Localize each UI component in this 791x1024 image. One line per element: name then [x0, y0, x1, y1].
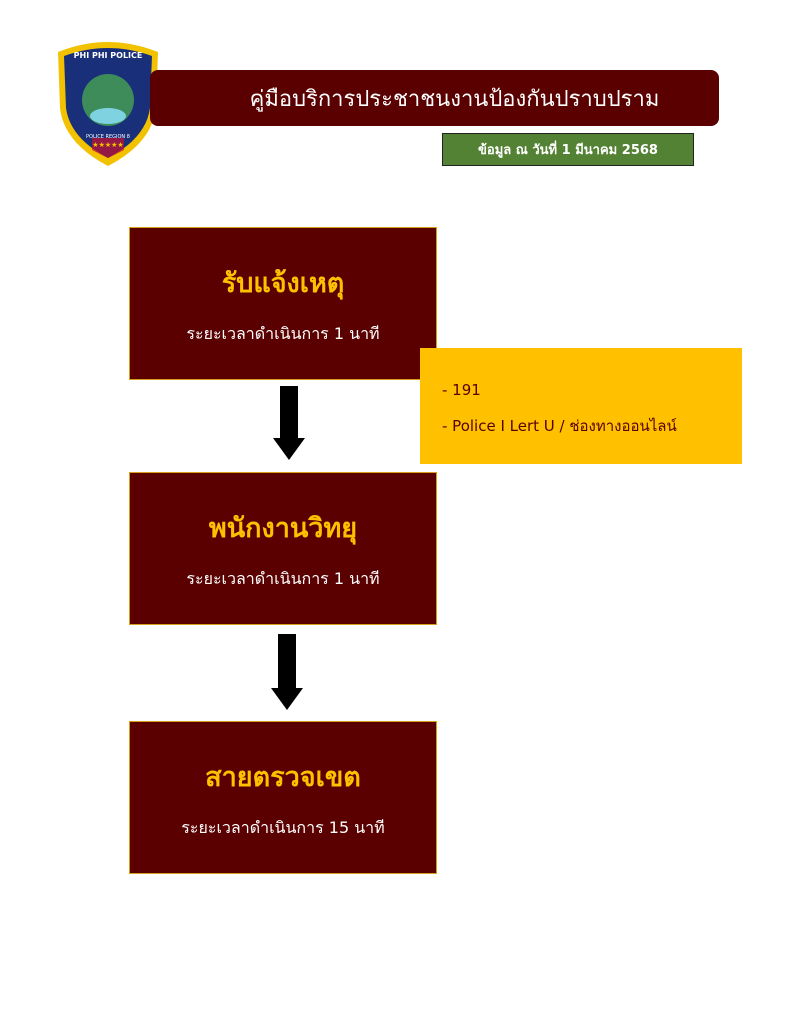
step-duration: ระยะเวลาดำเนินการ 1 นาที	[186, 323, 380, 343]
svg-text:★★★★★: ★★★★★	[92, 141, 123, 149]
svg-text:POLICE REGION 8: POLICE REGION 8	[86, 134, 130, 140]
date-badge: ข้อมูล ณ วันที่ 1 มีนาคม 2568	[442, 133, 694, 166]
step-title: สายตรวจเขต	[205, 761, 361, 793]
step-receive-report: รับแจ้งเหตุ ระยะเวลาดำเนินการ 1 นาที	[129, 227, 437, 380]
step-duration: ระยะเวลาดำเนินการ 1 นาที	[186, 568, 380, 588]
step-radio-operator: พนักงานวิทยุ ระยะเวลาดำเนินการ 1 นาที	[129, 472, 437, 625]
channel-item: - 191	[442, 381, 481, 399]
arrow-down-icon	[273, 386, 305, 460]
svg-text:PHI PHI POLICE: PHI PHI POLICE	[74, 51, 143, 60]
step-patrol: สายตรวจเขต ระยะเวลาดำเนินการ 15 นาที	[129, 721, 437, 874]
page-title: คู่มือบริการประชาชนงานป้องกันปราบปราม	[150, 70, 719, 126]
channels-note: - 191 - Police I Lert U / ช่องทางออนไลน์	[420, 348, 742, 464]
step-title: รับแจ้งเหตุ	[221, 267, 345, 299]
step-title: พนักงานวิทยุ	[208, 512, 358, 544]
arrow-down-icon	[271, 634, 303, 710]
step-duration: ระยะเวลาดำเนินการ 15 นาที	[181, 817, 385, 837]
channel-item: - Police I Lert U / ช่องทางออนไลน์	[442, 417, 677, 435]
police-logo: PHI PHI POLICE POLICE REGION 8 ★★★★★	[52, 38, 164, 168]
